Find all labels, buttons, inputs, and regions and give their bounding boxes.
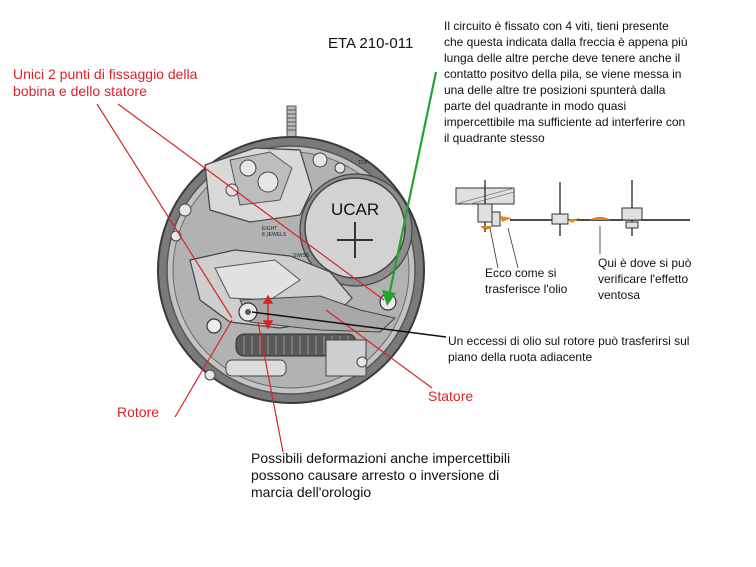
- jewels-engraving: EIGHT 8 JEWELS: [262, 226, 287, 238]
- crown-stem: [286, 105, 297, 139]
- rotor-label: Rotore: [117, 404, 160, 420]
- oil-excess-pointer: [251, 311, 447, 338]
- deformation-arrow-icon: [262, 294, 274, 330]
- stator-label: Statore: [428, 388, 474, 404]
- battery-label: UCAR: [331, 200, 380, 219]
- watch-movement: [157, 136, 425, 404]
- top-engraving: TOP: [358, 160, 369, 166]
- circuit-note: Il circuito è fissato con 4 viti, tieni …: [444, 19, 688, 145]
- oil-transfer-label: Ecco come si trasferisce l'olio: [485, 266, 568, 296]
- green-arrow-icon: [382, 71, 438, 306]
- fixing-points-label: Unici 2 punti di fissaggio della bobina …: [13, 66, 198, 99]
- deformations-label: Possibili deformazioni anche impercettib…: [251, 450, 511, 500]
- model-label: ETA 210-011: [328, 35, 414, 52]
- cross-section-diagram: [455, 180, 690, 269]
- suction-effect-label: Qui è dove si può verificare l'effetto v…: [598, 256, 692, 302]
- oil-excess-label: Un eccessi di olio sul rotore può trasfe…: [448, 334, 690, 364]
- swiss-engraving: SWISS: [293, 253, 310, 259]
- red-pointer-lines: [96, 103, 433, 453]
